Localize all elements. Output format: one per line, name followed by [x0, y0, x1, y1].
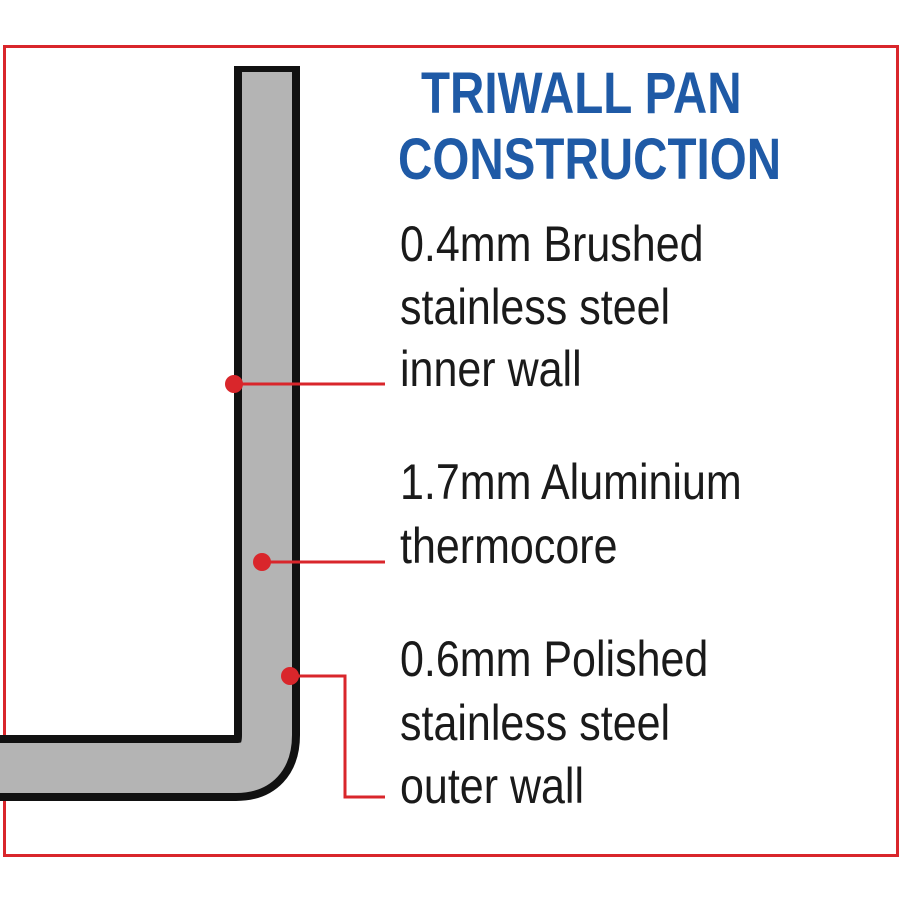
thermocore-label-line-2: thermocore: [400, 518, 618, 574]
pan-wall-outline: [0, 67, 300, 801]
leader-dot-inner: [225, 375, 243, 393]
inner-wall-label-line-3: inner wall: [400, 341, 582, 397]
outer-wall-label-line-2: stainless steel: [400, 695, 671, 751]
thermocore-label-line-1: 1.7mm Aluminium: [400, 454, 742, 510]
leader-dot-core: [253, 553, 271, 571]
pan-wall-top-edge: [234, 66, 300, 72]
inner-wall-label-line-1: 0.4mm Brushed: [400, 216, 704, 272]
inner-wall-label-line-2: stainless steel: [400, 279, 671, 335]
frame-border: [3, 45, 899, 857]
leader-outer: [281, 667, 385, 799]
outer-wall-label-line-3: outer wall: [400, 758, 585, 814]
leader-dot-outer: [281, 667, 299, 685]
leader-core: [253, 553, 385, 571]
outer-wall-label-line-1: 0.6mm Polished: [400, 631, 709, 687]
title-line-1: TRIWALL PAN: [421, 61, 742, 126]
pan-wall-core: [0, 67, 292, 793]
title-line-2: CONSTRUCTION: [398, 127, 782, 192]
leader-inner: [225, 375, 385, 393]
diagram-frame: [0, 44, 900, 857]
